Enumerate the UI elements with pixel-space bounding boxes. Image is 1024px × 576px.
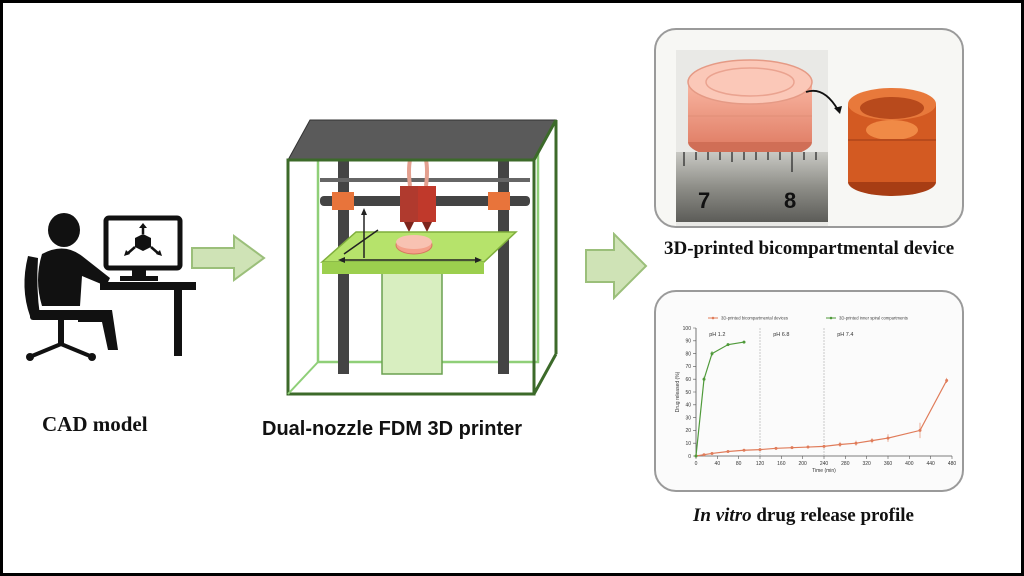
- legend-label: 3D-printed bicompartmental devices: [721, 316, 788, 321]
- data-point: [822, 444, 826, 448]
- data-point: [838, 442, 842, 446]
- data-point: [918, 428, 922, 432]
- data-point: [710, 451, 714, 455]
- legend-label: 3D-printed inner spiral compartments: [839, 316, 908, 321]
- data-point: [702, 377, 706, 381]
- series-line: [695, 380, 948, 457]
- cad-model-label: CAD model: [42, 412, 148, 436]
- data-point: [726, 450, 730, 454]
- data-point: [710, 352, 714, 356]
- y-tick-label: 90: [685, 339, 691, 345]
- device-label: 3D-printed bicompartmental device: [664, 238, 955, 259]
- x-tick-label: 360: [884, 461, 893, 467]
- x-tick-label: 160: [777, 461, 786, 467]
- release-label-italic: In vitro: [693, 505, 752, 526]
- data-point: [886, 436, 890, 440]
- x-tick-label: 80: [736, 461, 742, 467]
- 3d-cube-axes-icon: [124, 223, 162, 256]
- printer-label: Dual-nozzle FDM 3D printer: [262, 418, 523, 440]
- y-tick-label: 60: [685, 377, 691, 383]
- legend-marker: [711, 316, 715, 320]
- data-point: [702, 453, 706, 457]
- legend-marker: [829, 316, 833, 320]
- release-profile-label: In vitro drug release profile: [693, 505, 914, 527]
- device-photo: 7 8: [676, 50, 936, 226]
- y-tick-label: 70: [685, 364, 691, 370]
- data-point: [694, 454, 698, 458]
- release-chart: 0 10 20 30 40 50 60 70 80 90 100 0 40 80 120 160 200 240 2…: [675, 316, 957, 474]
- data-point: [742, 448, 746, 452]
- data-point: [758, 448, 762, 452]
- phase-label: pH 6.8: [773, 332, 789, 338]
- y-tick-label: 50: [685, 390, 691, 396]
- ruler-mark-8: 8: [784, 188, 796, 213]
- x-tick-label: 0: [695, 461, 698, 467]
- y-tick-label: 10: [685, 441, 691, 447]
- data-point: [870, 439, 874, 443]
- release-chart-panel: 0 10 20 30 40 50 60 70 80 90 100 0 40 80 120 160 200 240 2…: [654, 290, 964, 492]
- data-point: [774, 446, 778, 450]
- data-point: [806, 445, 810, 449]
- release-label-rest: drug release profile: [751, 505, 914, 526]
- ruler-mark-7: 7: [698, 188, 710, 213]
- device-photo-panel: 7 8: [654, 28, 964, 228]
- x-tick-label: 400: [905, 461, 914, 467]
- data-point: [854, 441, 858, 445]
- series-line: [695, 341, 745, 457]
- y-tick-label: 20: [685, 428, 691, 434]
- device-render: [848, 88, 936, 196]
- phase-label: pH 1.2: [709, 332, 725, 338]
- x-tick-label: 200: [798, 461, 807, 467]
- y-tick-label: 100: [683, 326, 692, 332]
- flow-arrow-1: [191, 234, 266, 282]
- y-tick-label: 40: [685, 403, 691, 409]
- data-point: [742, 340, 746, 344]
- x-tick-label: 280: [841, 461, 850, 467]
- data-point: [726, 343, 730, 347]
- phase-label: pH 7.4: [837, 332, 853, 338]
- y-tick-label: 80: [685, 351, 691, 357]
- person-at-computer-icon: [24, 213, 196, 361]
- x-tick-label: 320: [862, 461, 871, 467]
- x-tick-label: 480: [948, 461, 957, 467]
- y-tick-label: 0: [688, 454, 691, 460]
- fdm-printer-illustration: [286, 119, 558, 396]
- y-tick-label: 30: [685, 415, 691, 421]
- x-tick-label: 40: [715, 461, 721, 467]
- x-tick-label: 240: [820, 461, 829, 467]
- x-tick-label: 120: [756, 461, 765, 467]
- y-axis-label: Drug released (%): [675, 371, 681, 412]
- data-point: [945, 378, 949, 382]
- x-axis-label: Time (min): [812, 468, 836, 474]
- x-tick-label: 440: [926, 461, 935, 467]
- flow-arrow-2: [585, 232, 648, 300]
- data-point: [790, 446, 794, 450]
